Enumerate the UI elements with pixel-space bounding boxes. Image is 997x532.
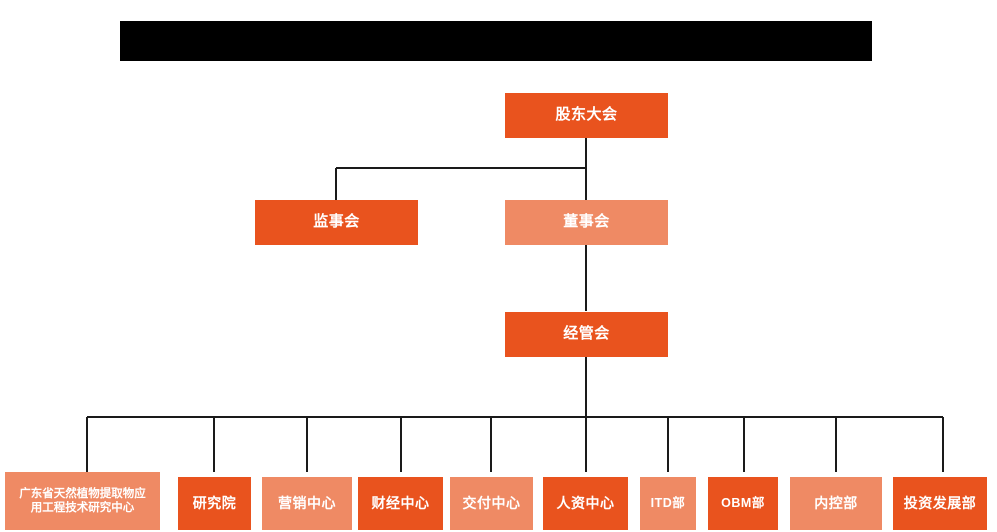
node-shareholders-meeting[interactable]: 股东大会 [505,93,668,138]
node-label: 经管会 [563,325,610,343]
node-dept-investment-development[interactable]: 投资发展部 [893,477,987,530]
node-dept-human-resources-center[interactable]: 人资中心 [543,477,628,530]
node-label: 财经中心 [371,494,430,511]
redacted-title-bar [120,21,872,61]
node-label: ITD部 [650,495,686,510]
node-label: 交付中心 [462,494,521,511]
node-label: 股东大会 [555,106,618,124]
node-dept-research-institute[interactable]: 研究院 [178,477,251,530]
node-dept-finance-center[interactable]: 财经中心 [358,477,443,530]
node-label: 营销中心 [278,494,336,511]
node-board-of-supervisors[interactable]: 监事会 [255,200,418,245]
node-label: 董事会 [563,213,610,231]
node-dept-itd[interactable]: ITD部 [640,477,696,530]
node-label: 监事会 [313,213,360,231]
node-label: 研究院 [192,494,237,511]
node-dept-obm[interactable]: OBM部 [708,477,778,530]
node-label: 投资发展部 [903,494,977,511]
node-label: OBM部 [721,495,765,510]
node-label: 内控部 [814,494,858,511]
node-dept-internal-control[interactable]: 内控部 [790,477,882,530]
redacted-title-text [120,21,872,22]
node-management-committee[interactable]: 经管会 [505,312,668,357]
node-dept-marketing-center[interactable]: 营销中心 [262,477,352,530]
node-board-of-directors[interactable]: 董事会 [505,200,668,245]
node-label-line-1: 广东省天然植物提取物应 [19,487,146,500]
node-label-line-2: 用工程技术研究中心 [30,502,135,514]
node-dept-guangdong-research-center[interactable]: 广东省天然植物提取物应 用工程技术研究中心 [5,472,160,530]
node-dept-delivery-center[interactable]: 交付中心 [450,477,533,530]
node-label: 人资中心 [556,494,615,511]
